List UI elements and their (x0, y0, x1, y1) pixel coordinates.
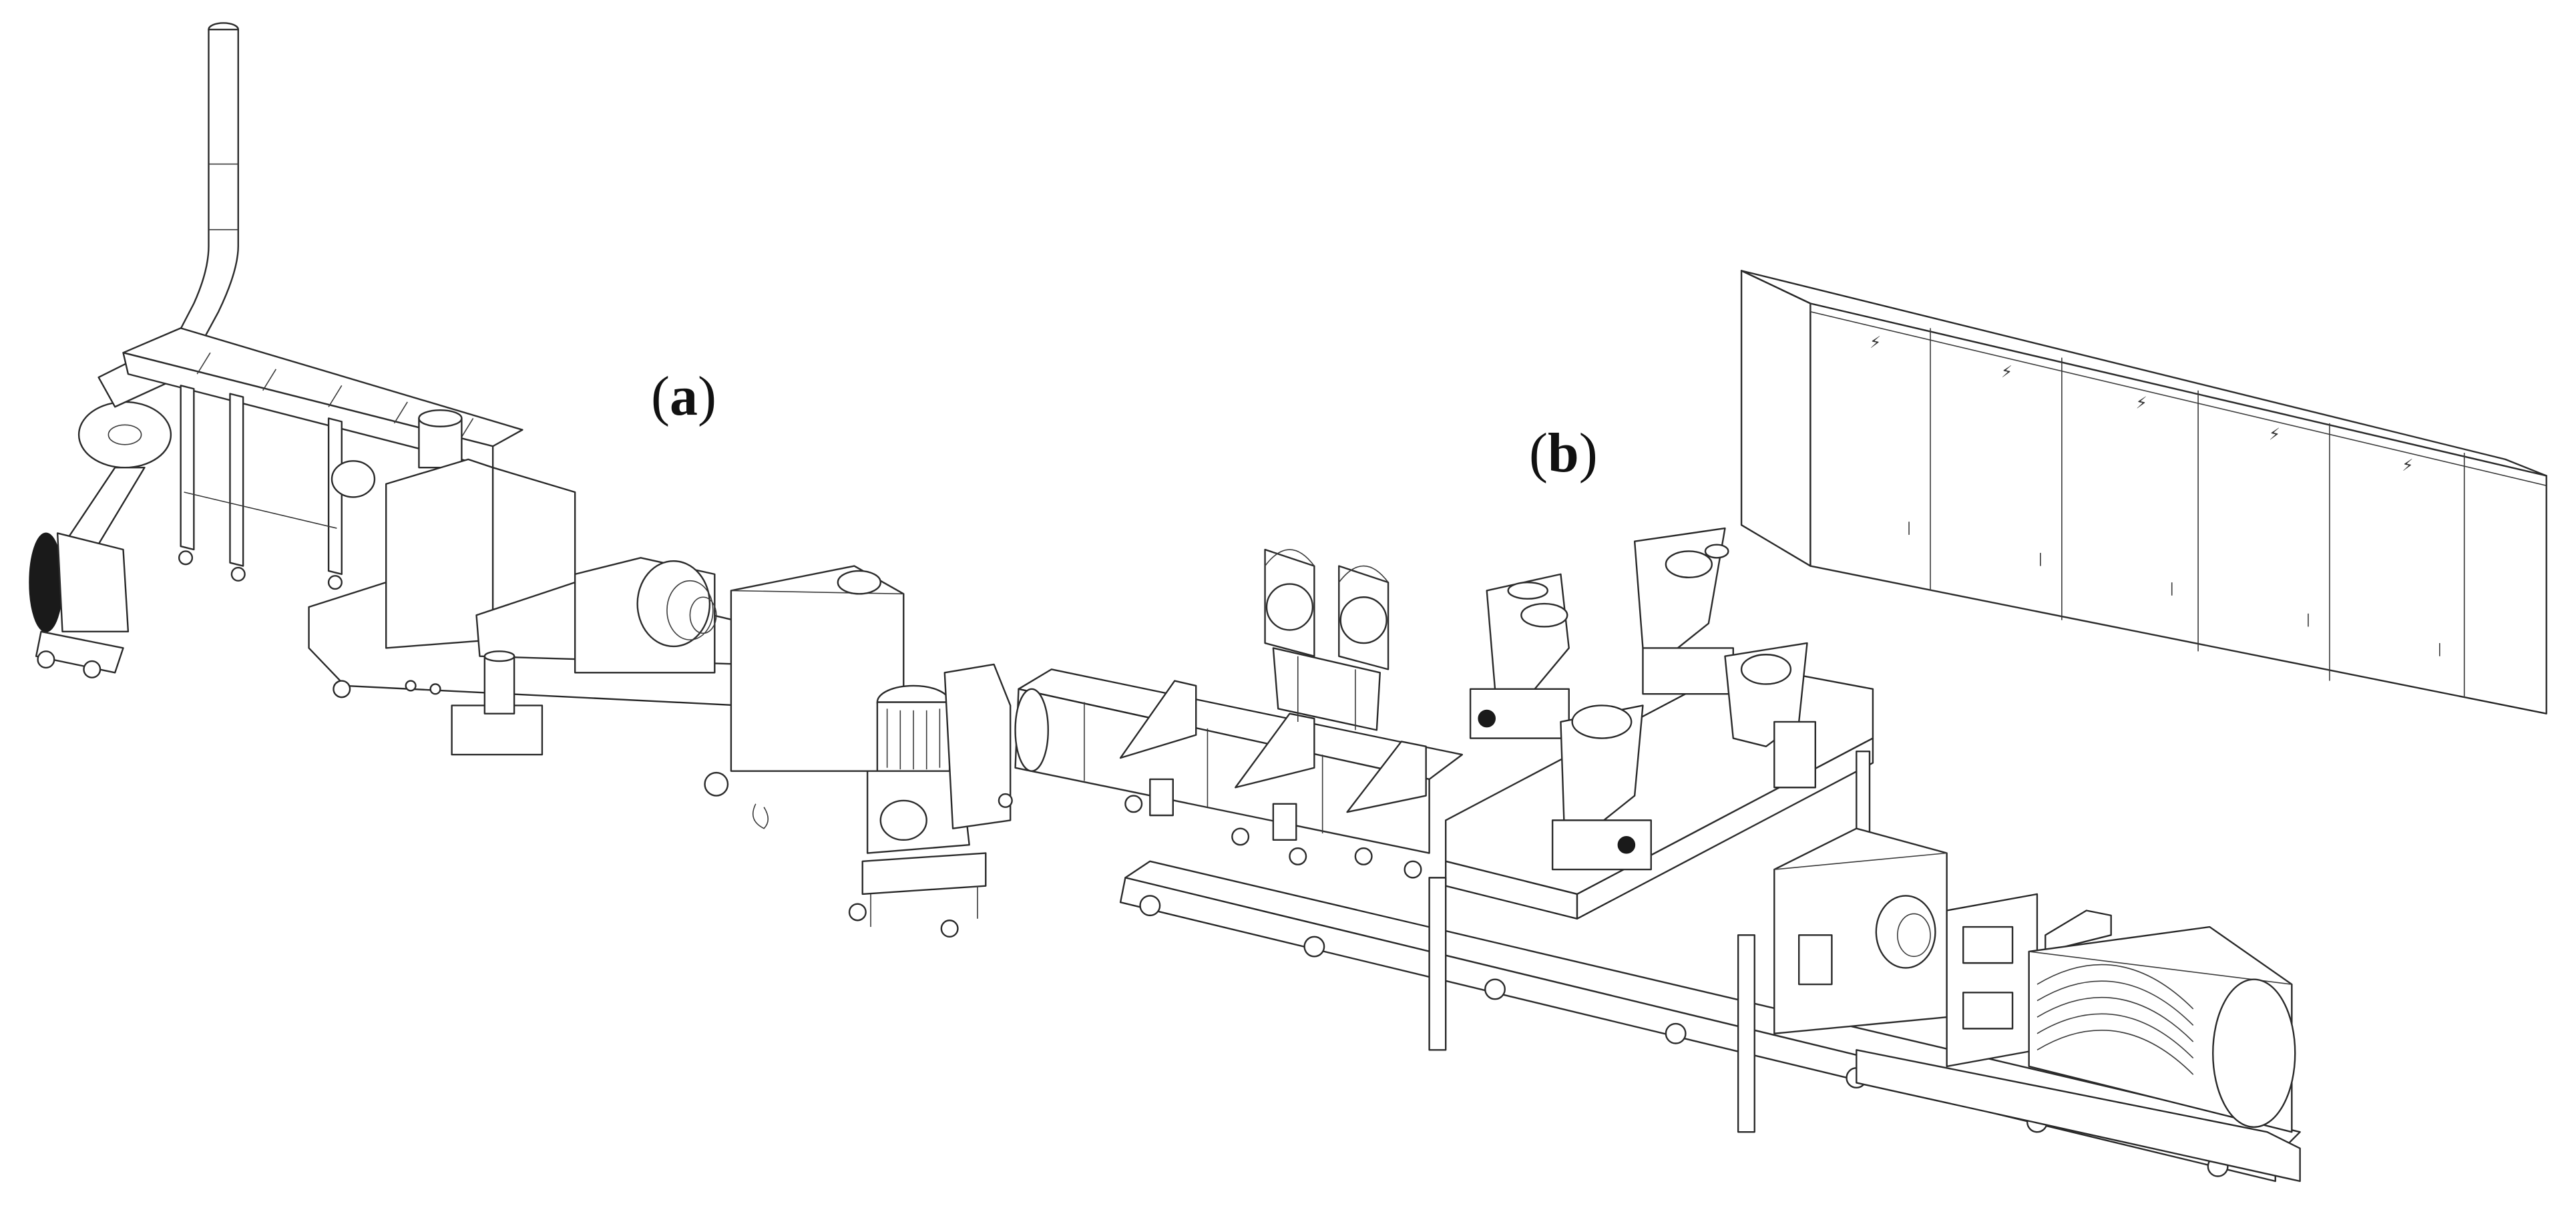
panel-label-b-letter: b (1547, 422, 1579, 484)
panel-label-b: (b) (1529, 422, 1598, 484)
panel-label-a: (a) (651, 365, 716, 427)
belt-conveyor (124, 328, 523, 589)
pelletizer-unit (309, 459, 904, 829)
extruder-barrel (1016, 669, 1462, 877)
gravimetric-feeders (1470, 528, 1815, 869)
control-cabinets: ⚡ ⚡ ⚡ ⚡ ⚡ (1741, 270, 2547, 713)
side-feeders (1265, 550, 1389, 730)
svg-text:⚡: ⚡ (2269, 424, 2280, 443)
panel-label-a-letter: a (669, 365, 698, 427)
svg-text:⚡: ⚡ (2001, 362, 2012, 381)
svg-text:⚡: ⚡ (2136, 393, 2147, 413)
gear-motor-cart (849, 664, 1012, 937)
main-drive (1774, 829, 2300, 1181)
panel-a-machinery (29, 23, 1012, 936)
cyclone-blower (29, 337, 197, 678)
exhaust-pipe (172, 23, 238, 351)
svg-text:⚡: ⚡ (1870, 333, 1881, 352)
panel-b-machinery: ⚡ ⚡ ⚡ ⚡ ⚡ (1016, 270, 2547, 1181)
svg-text:⚡: ⚡ (2402, 455, 2413, 475)
